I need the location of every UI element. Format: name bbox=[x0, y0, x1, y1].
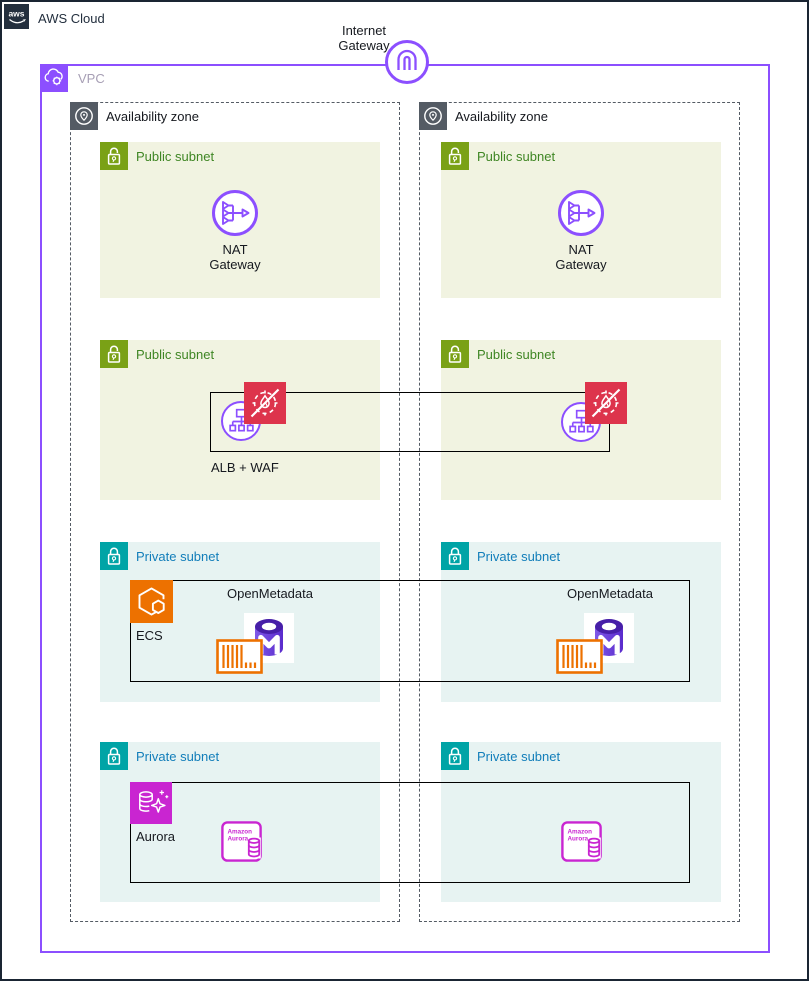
aurora-label: Aurora bbox=[136, 829, 176, 844]
availability-zone-icon bbox=[419, 102, 447, 130]
public-subnet-label: Public subnet bbox=[477, 347, 556, 362]
private-subnet-icon bbox=[100, 542, 128, 570]
nat-gateway-label: NAT Gateway bbox=[541, 242, 621, 272]
vpc-icon bbox=[40, 64, 68, 92]
internet-gateway-icon bbox=[385, 40, 429, 84]
container-icon bbox=[556, 639, 603, 674]
private-subnet-icon bbox=[441, 542, 469, 570]
nat-label-line2: Gateway bbox=[209, 257, 261, 272]
private-subnet-label: Private subnet bbox=[477, 549, 561, 564]
private-subnet-label: Private subnet bbox=[136, 749, 220, 764]
ecs-icon bbox=[130, 580, 173, 623]
availability-zone-1-label: Availability zone bbox=[106, 109, 199, 124]
aws-logo-text: aws bbox=[8, 9, 24, 19]
public-subnet-icon bbox=[100, 340, 128, 368]
container-icon bbox=[216, 639, 263, 674]
aurora-instance-icon: Amazon Aurora bbox=[561, 821, 602, 862]
aurora-instance-icon: Amazon Aurora bbox=[221, 821, 262, 862]
private-subnet-ecs-az2 bbox=[441, 542, 721, 702]
private-subnet-label: Private subnet bbox=[136, 549, 220, 564]
alb-waf-label: ALB + WAF bbox=[211, 460, 279, 475]
nat-gateway-icon bbox=[558, 190, 604, 236]
nat-gateway-label: NAT Gateway bbox=[195, 242, 275, 272]
internet-gateway-label-line1: Internet bbox=[341, 23, 387, 38]
public-subnet-label: Public subnet bbox=[136, 149, 215, 164]
private-subnet-label: Private subnet bbox=[477, 749, 561, 764]
aurora-instance-text-line1: Amazon bbox=[228, 829, 253, 836]
public-subnet-icon bbox=[100, 142, 128, 170]
waf-icon bbox=[244, 382, 286, 424]
internet-gateway-label-line2: Gateway bbox=[338, 38, 390, 53]
aurora-instance-text-line2: Aurora bbox=[568, 836, 589, 843]
waf-icon bbox=[585, 382, 627, 424]
nat-gateway-icon bbox=[212, 190, 258, 236]
internet-gateway-label: Internet Gateway bbox=[318, 23, 410, 53]
private-subnet-icon bbox=[441, 742, 469, 770]
public-subnet-icon bbox=[441, 142, 469, 170]
aurora-cluster-rect bbox=[130, 782, 690, 883]
aws-cloud-title: AWS Cloud bbox=[38, 11, 105, 26]
public-subnet-label: Public subnet bbox=[477, 149, 556, 164]
nat-label-line1: NAT bbox=[568, 242, 594, 257]
ecs-label: ECS bbox=[136, 628, 163, 643]
vpc-label: VPC bbox=[78, 71, 105, 86]
availability-zone-2-label: Availability zone bbox=[455, 109, 548, 124]
openmetadata-label: OpenMetadata bbox=[226, 586, 313, 601]
availability-zone-2 bbox=[419, 102, 740, 922]
aws-cloud-icon: aws bbox=[4, 4, 29, 29]
private-subnet-icon bbox=[100, 742, 128, 770]
availability-zone-icon bbox=[70, 102, 98, 130]
aurora-instance-text-line2: Aurora bbox=[228, 836, 249, 843]
ecs-cluster-rect bbox=[130, 580, 690, 682]
availability-zone-1 bbox=[70, 102, 400, 922]
nat-label-line1: NAT bbox=[222, 242, 248, 257]
openmetadata-label: OpenMetadata bbox=[566, 586, 653, 601]
nat-label-line2: Gateway bbox=[555, 257, 607, 272]
aurora-instance-text-line1: Amazon bbox=[568, 829, 593, 836]
public-subnet-icon bbox=[441, 340, 469, 368]
aurora-icon bbox=[130, 782, 172, 824]
public-subnet-label: Public subnet bbox=[136, 347, 215, 362]
